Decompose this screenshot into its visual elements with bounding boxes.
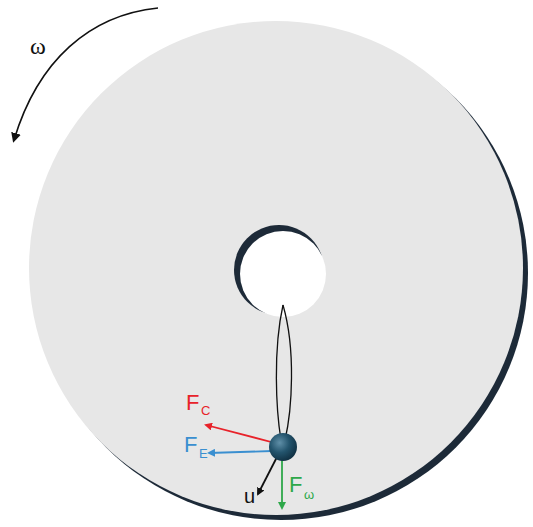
disk-face — [29, 21, 523, 515]
force-arrow — [281, 460, 283, 508]
velocity-arrow — [258, 457, 277, 494]
force-subscript: C — [201, 404, 210, 417]
force-label: F — [289, 474, 302, 496]
fiber — [276, 305, 283, 440]
rotation-arrow — [14, 8, 158, 140]
velocity-label: u — [244, 486, 255, 506]
force-label: F — [186, 392, 199, 414]
force-subscript: ω — [304, 488, 314, 501]
force-arrow — [206, 425, 275, 443]
fiber — [283, 305, 292, 440]
force-arrow — [209, 451, 272, 453]
center-hole — [240, 231, 326, 317]
force-label: F — [184, 434, 197, 456]
particle — [269, 433, 297, 461]
force-subscript: E — [199, 447, 208, 460]
omega-label: ω — [30, 34, 46, 58]
